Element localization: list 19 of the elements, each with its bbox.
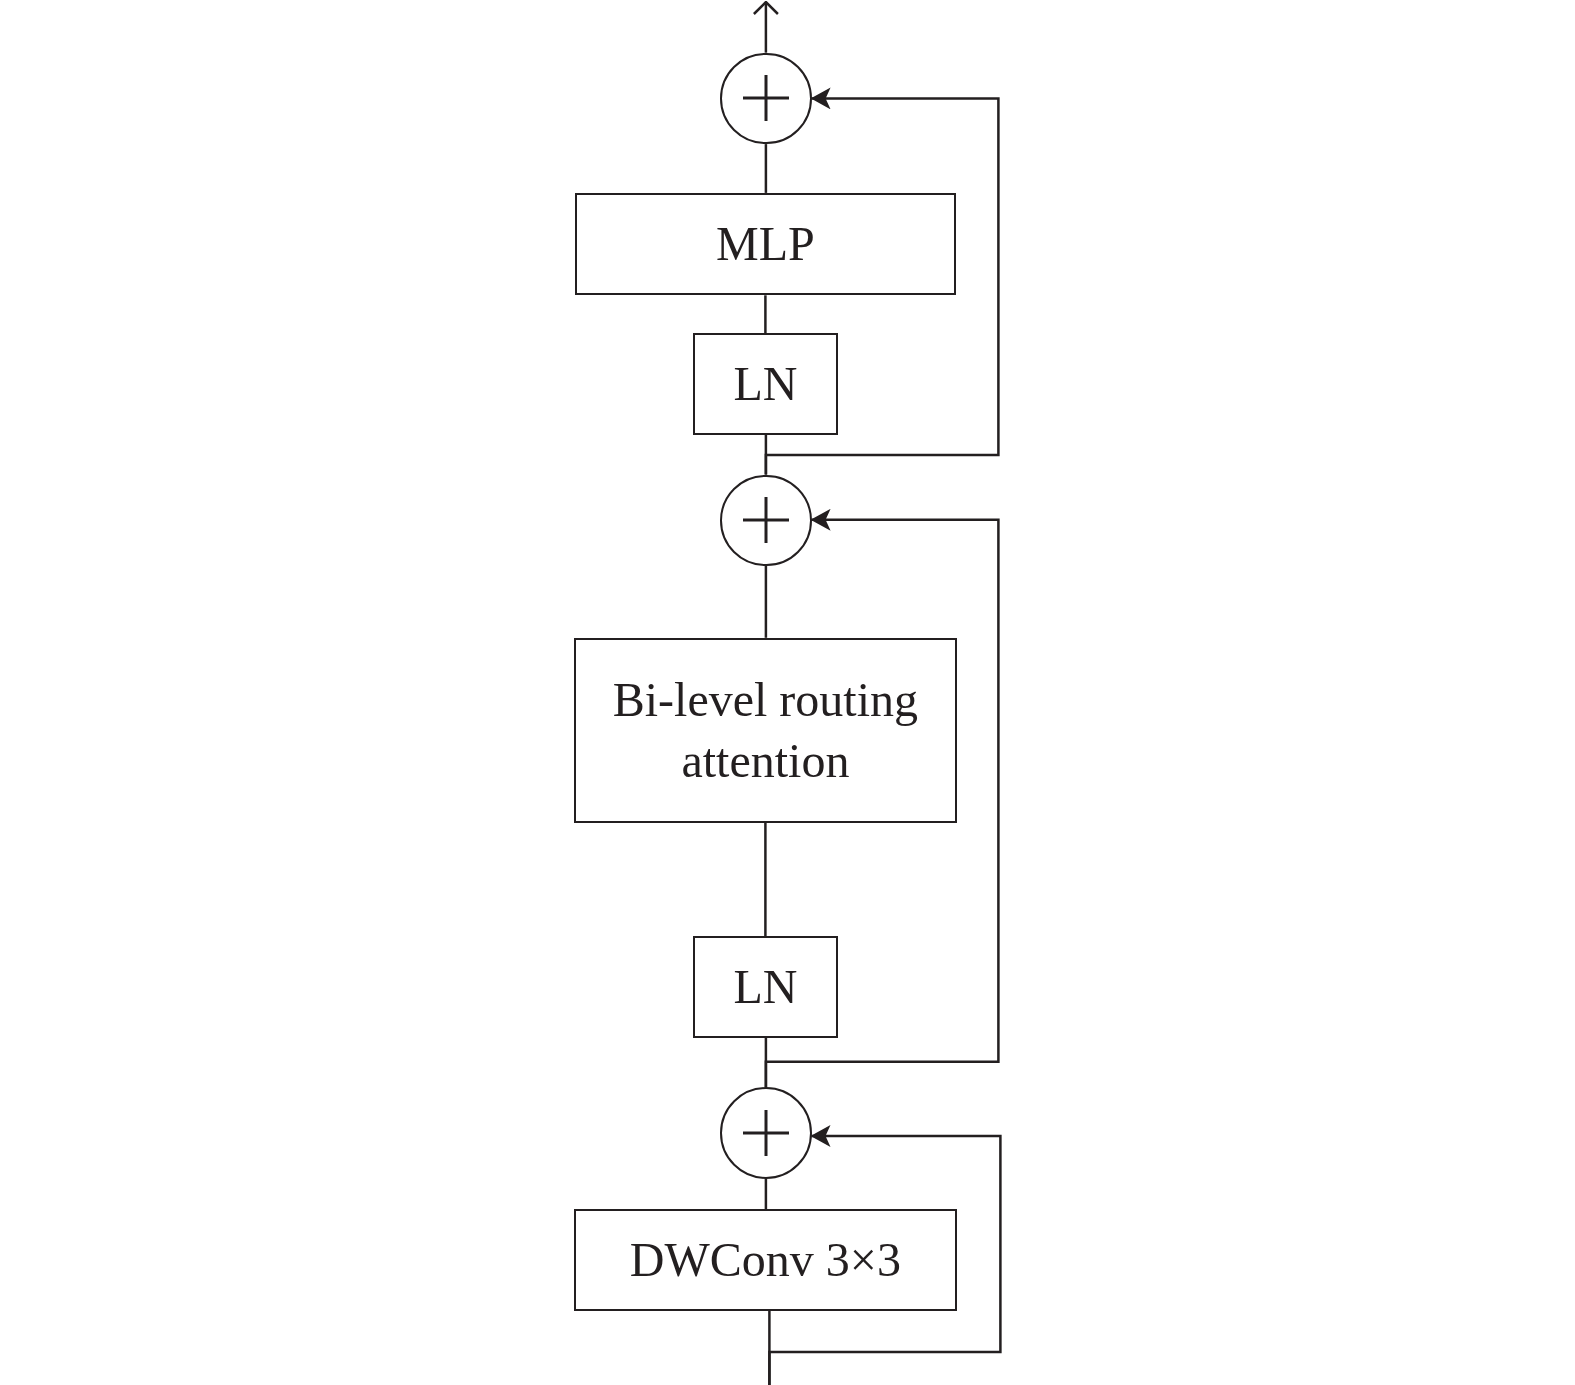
- process-box: [693, 936, 838, 1038]
- process-box: [573, 637, 958, 823]
- box-label: Bi-level routing attention: [611, 671, 920, 790]
- arrow: [752, 0, 780, 53]
- arrow: [768, 1125, 1002, 1385]
- box-label: DWConv 3×3: [629, 1232, 901, 1289]
- arrow: [764, 508, 1000, 1088]
- box-label: MLP: [716, 216, 815, 273]
- process-box: [573, 1209, 958, 1311]
- box-label: LN: [733, 959, 798, 1016]
- process-box: [693, 333, 838, 435]
- connector-line: [764, 566, 768, 638]
- connector-line: [764, 1178, 768, 1210]
- process-box: [574, 192, 957, 296]
- box-label: LN: [733, 356, 798, 413]
- connector-line: [764, 295, 767, 334]
- arrow: [764, 87, 1000, 475]
- connector-line: [764, 822, 767, 937]
- connector-line: [764, 144, 768, 193]
